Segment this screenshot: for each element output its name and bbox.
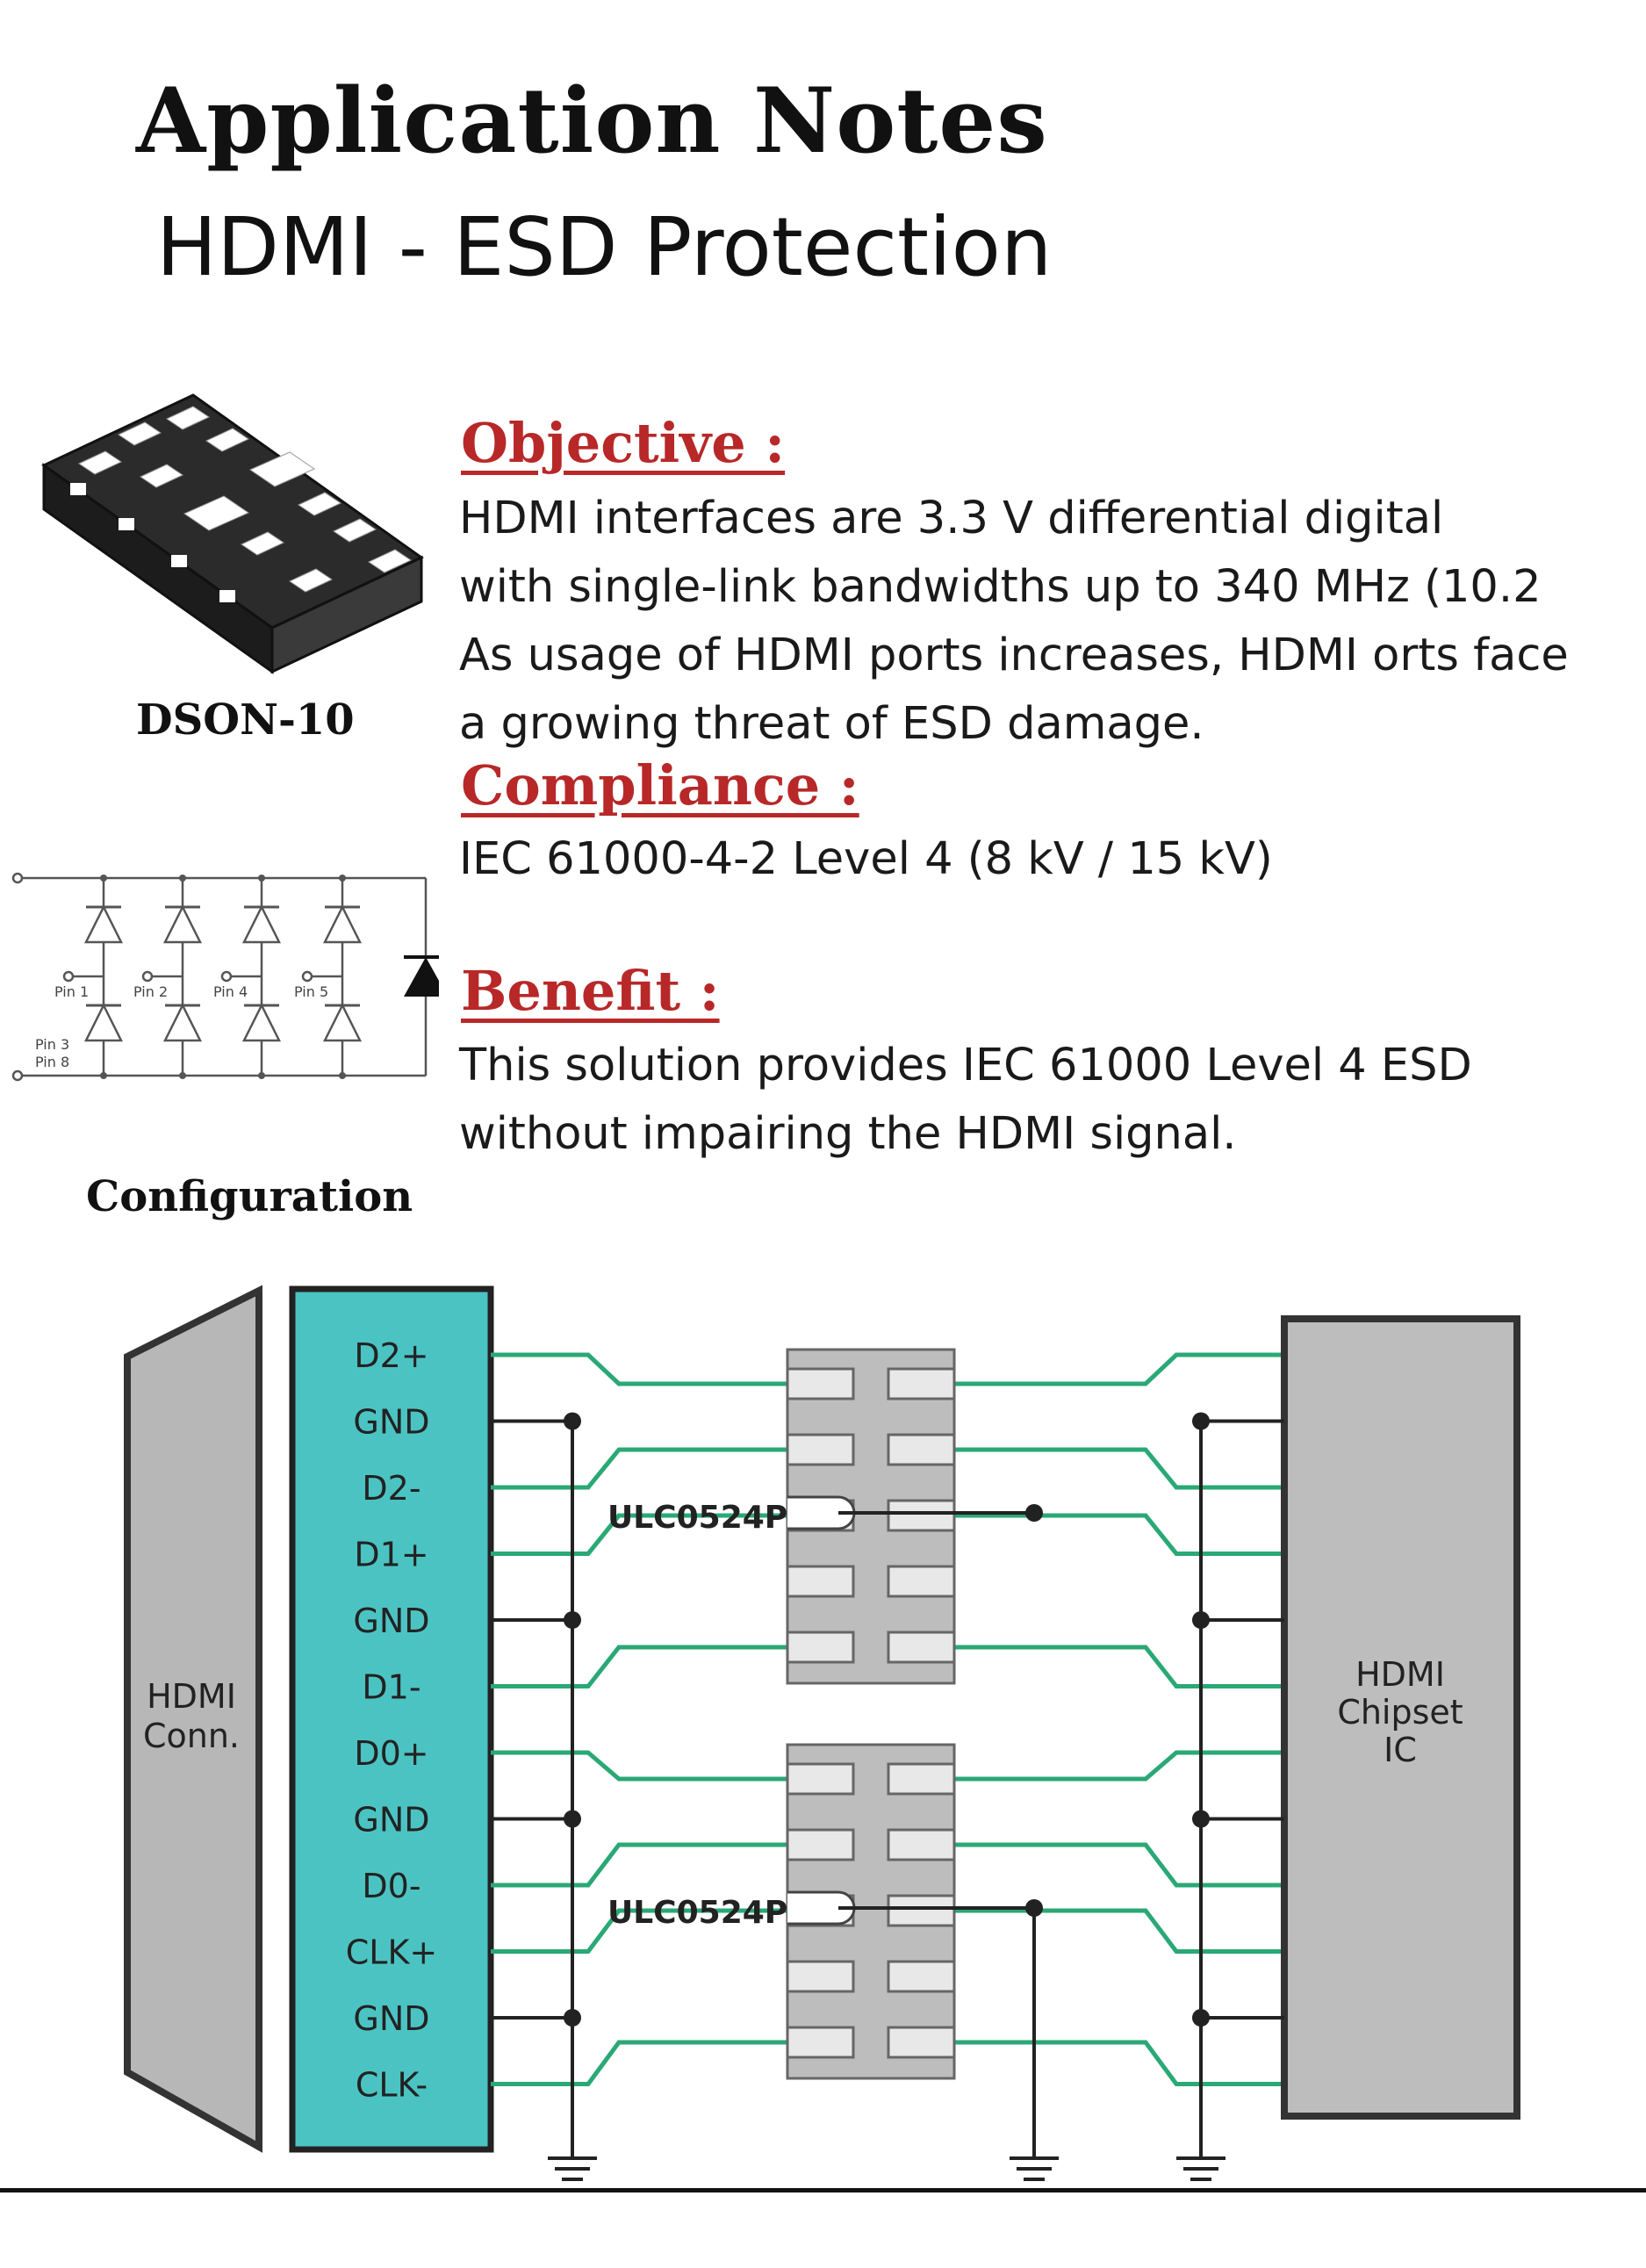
connector-label-line: HDMI: [147, 1677, 236, 1716]
benefit-line: without impairing the HDMI signal.: [459, 1108, 1237, 1160]
dson-10-package-illustration: [41, 393, 424, 674]
pin-label: Pin 2: [133, 983, 168, 1000]
device-pad: [887, 1960, 956, 1993]
benefit-text: This solution provides IEC 61000 Level 4…: [459, 1032, 1472, 1169]
connector-pin-block: [289, 1285, 494, 2153]
objective-line: HDMI interfaces are 3.3 V differential d…: [459, 493, 1444, 544]
device-pad: [887, 1828, 956, 1861]
device-pad: [887, 1433, 956, 1466]
junction-dot: [1192, 1611, 1210, 1629]
device-pad: [786, 1631, 855, 1664]
pin-label: D2+: [354, 1336, 428, 1375]
compliance-text: IEC 61000-4-2 Level 4 (8 kV / 15 kV): [459, 825, 1273, 894]
junction-dot: [1192, 1412, 1210, 1430]
pin-label: D0-: [362, 1867, 420, 1905]
pin-label: GND: [353, 1999, 429, 2038]
pin-labels: D2+ GND D2- D1+ GND D1- D0+ GND D0- CLK+ GND CLK-: [346, 1336, 437, 2105]
configuration-label: Configuration: [86, 1172, 413, 1221]
objective-text: HDMI interfaces are 3.3 V differential d…: [459, 485, 1569, 759]
ground-pin-label: Pin 8: [35, 1054, 69, 1070]
device-pad: [786, 1433, 855, 1466]
device-pad: [786, 1762, 855, 1796]
device-label: ULC0524P: [607, 1500, 787, 1536]
benefit-heading: Benefit :: [461, 959, 720, 1023]
ulc0524p-device: ULC0524P: [607, 1743, 1043, 2080]
device-pad: [887, 1631, 956, 1664]
bottom-rule: [0, 2188, 1646, 2192]
junction-dot: [564, 2009, 581, 2027]
objective-heading: Objective :: [461, 411, 786, 475]
objective-line: As usage of HDMI ports increases, HDMI o…: [459, 630, 1569, 681]
page-title: Application Notes: [136, 68, 1048, 174]
device-label: ULC0524P: [607, 1895, 787, 1931]
ground-symbol: [1176, 2156, 1226, 2181]
compliance-heading: Compliance :: [461, 753, 859, 817]
device-pad: [887, 1499, 956, 1532]
pin-label: D1+: [354, 1536, 428, 1574]
pin-label: CLK-: [356, 2066, 428, 2105]
compliance-line: IEC 61000-4-2 Level 4 (8 kV / 15 kV): [459, 833, 1273, 885]
device-pad: [786, 1960, 855, 1993]
ground-symbols: [491, 1412, 1284, 2181]
device-pad: [887, 1367, 956, 1400]
package-label: DSON-10: [136, 695, 355, 745]
ulc0524p-device: ULC0524P: [607, 1348, 1043, 1685]
hdmi-connector: [124, 1285, 262, 2153]
pin-label: GND: [353, 1403, 429, 1442]
pin-label: D0+: [354, 1734, 428, 1773]
chipset-label-line: Chipset: [1337, 1693, 1463, 1732]
objective-line: with single-link bandwidths up to 340 MH…: [459, 561, 1542, 613]
device-pad: [786, 1565, 855, 1598]
device-pad: [887, 1762, 956, 1796]
diode-array-schematic: Pin 1 Pin 2 Pin 4 Pin 5 Pin 3 Pin 8: [11, 872, 439, 1082]
pin-label: D2-: [362, 1469, 420, 1508]
hdmi-esd-configuration-diagram: HDMI Conn. D2+ GND D2- D1+ GND D1- D0+ GND D0- CL…: [124, 1285, 1520, 2181]
hdmi-chipset-ic: [1281, 1315, 1520, 2120]
pin-label: Pin 1: [54, 983, 89, 1000]
ground-pin-label: Pin 3: [35, 1036, 69, 1053]
chipset-label-line: IC: [1384, 1731, 1417, 1769]
device-pad: [887, 1565, 956, 1598]
pin-label: D1-: [362, 1668, 420, 1707]
pin-label: Pin 5: [294, 983, 328, 1000]
page-subtitle: HDMI - ESD Protection: [156, 200, 1053, 294]
junction-dot: [1192, 1810, 1210, 1828]
device-pad: [786, 1828, 855, 1861]
device-pad: [786, 1367, 855, 1400]
junction-dot: [1025, 1504, 1043, 1522]
pin-label: GND: [353, 1801, 429, 1840]
pin-label: GND: [353, 1602, 429, 1640]
junction-dot: [564, 1810, 581, 1828]
junction-dot: [564, 1412, 581, 1430]
device-pad: [786, 2026, 855, 2059]
esd-devices: ULC0524P ULC0524P: [607, 1348, 1043, 2080]
objective-line: a growing threat of ESD damage.: [459, 698, 1204, 750]
junction-dot: [1192, 2009, 1210, 2027]
pin-label: CLK+: [346, 1933, 437, 1972]
connector-label-line: Conn.: [143, 1717, 240, 1755]
pin-label: Pin 4: [213, 983, 248, 1000]
device-pad: [887, 2026, 956, 2059]
chipset-label-line: HDMI: [1355, 1655, 1445, 1694]
device-pad: [887, 1894, 956, 1927]
benefit-line: This solution provides IEC 61000 Level 4…: [459, 1040, 1472, 1091]
ground-symbol: [1010, 2156, 1059, 2181]
ground-symbol: [548, 2156, 597, 2181]
junction-dot: [564, 1611, 581, 1629]
